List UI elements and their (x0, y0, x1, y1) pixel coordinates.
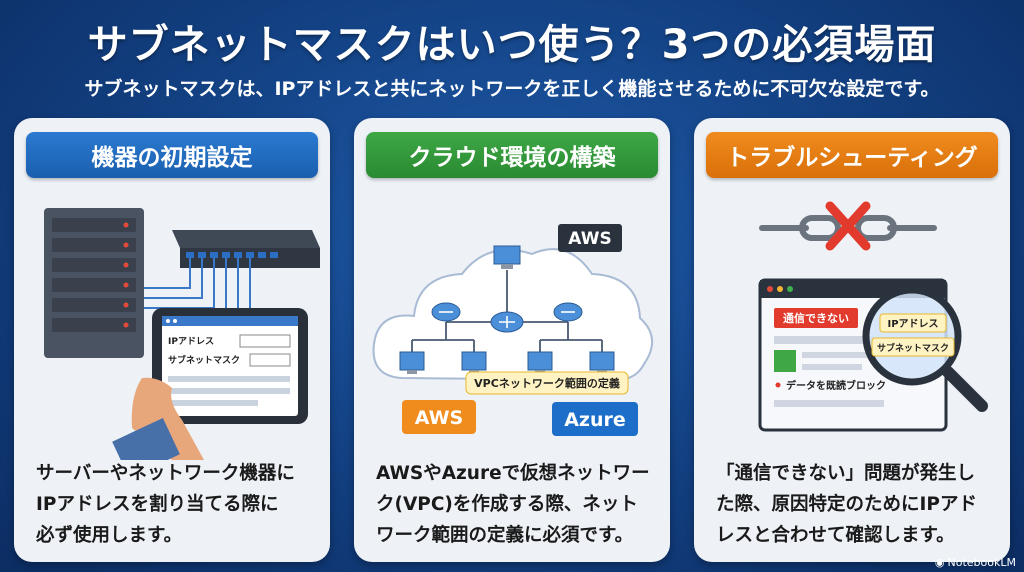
aws-badge-top (558, 224, 622, 252)
hand-icon (112, 377, 204, 460)
panel-initial-setup: 機器の初期設定 (14, 118, 330, 562)
ip-tag (879, 313, 947, 333)
svg-text:サブネットマスク: サブネットマスク (877, 342, 949, 354)
error-badge (774, 308, 858, 328)
svg-text:AWS: AWS (568, 229, 611, 249)
panel-heading: 機器の初期設定 (26, 132, 318, 178)
panel-description: サーバーやネットワーク機器に IPアドレスを割り当てる際に 必ず使用します。 (36, 463, 295, 546)
panel-heading: クラウド環境の構築 (366, 132, 658, 178)
server-switch-tablet-illustration: IPアドレス サブネットマスク (44, 208, 320, 460)
router-icon (431, 302, 461, 322)
panel-description: 「通信できない」問題が発生し た際、原因特定のためにIPアド レスと合わせて確認… (716, 463, 977, 546)
red-x-icon (825, 201, 871, 251)
svg-text:AWS: AWS (415, 407, 464, 429)
network-switch-icon (172, 230, 320, 268)
svg-text:データを既読ブロック: データを既読ブロック (786, 379, 886, 392)
server-node-icon (493, 245, 521, 269)
router-icon (490, 311, 524, 333)
troubleshooting-illustration: 通信できない データを既読ブロック IPアドレス サブネットマスク (758, 201, 988, 432)
panel-cloud-setup: クラウド環境の構築 AWS (354, 118, 670, 562)
page-subtitle: サブネットマスクは、IPアドレスと共にネットワークを正しく機能させるために不可欠… (84, 78, 940, 100)
tablet-ip-label: IPアドレス (168, 336, 214, 347)
svg-text:Azure: Azure (564, 409, 626, 431)
azure-badge (552, 402, 638, 436)
tablet-icon: IPアドレス サブネットマスク (152, 308, 308, 424)
panel-heading: トラブルシューティング (706, 132, 998, 178)
aws-badge (402, 400, 476, 434)
vpc-callout (465, 371, 629, 395)
router-icon (553, 302, 583, 322)
brand-watermark: ◉ NotebookLM (934, 556, 1016, 569)
broken-chain-icon (759, 215, 937, 241)
cloud-network-illustration: AWS (372, 224, 653, 436)
notebook-icon: ◉ (934, 556, 945, 569)
monitor-icon (399, 351, 425, 374)
magnifier-icon: IPアドレス サブネットマスク (862, 286, 988, 412)
panel-description: AWSやAzureで仮想ネットワー ク(VPC)を作成する際、ネット ワーク範囲… (376, 463, 650, 546)
svg-text:VPCネットワーク範囲の定義: VPCネットワーク範囲の定義 (474, 376, 620, 390)
tablet-mask-label: サブネットマスク (168, 354, 240, 366)
panel-troubleshooting: トラブルシューティング 通信できない データを既読ブロック (694, 118, 1010, 562)
svg-text:通信できない: 通信できない (783, 311, 849, 325)
mask-tag (871, 337, 955, 357)
server-icon (44, 208, 144, 358)
svg-text:IPアドレス: IPアドレス (887, 318, 938, 330)
page-title: サブネットマスクはいつ使う？3つの必須場面 (87, 22, 937, 68)
